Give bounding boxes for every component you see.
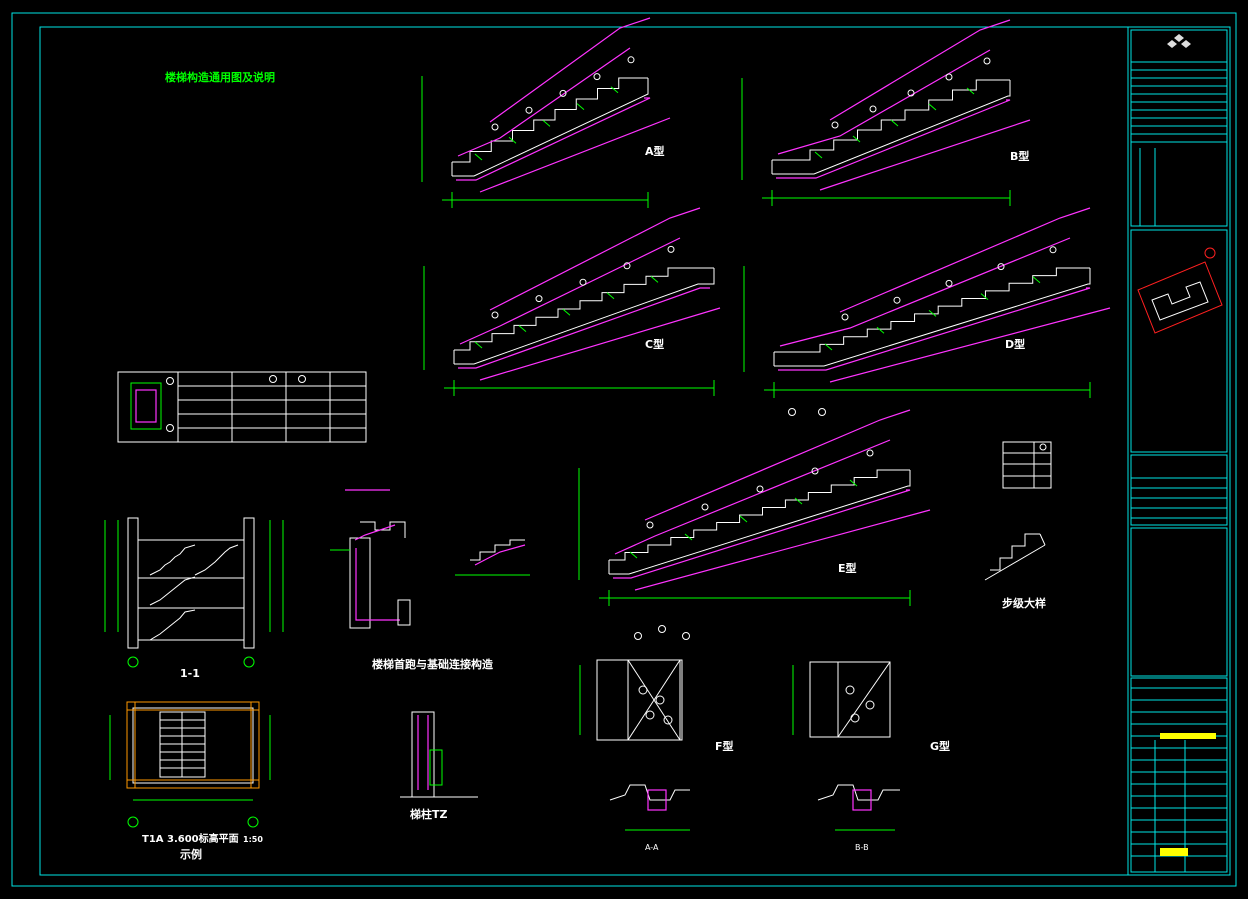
label-plan-note: 示例: [179, 847, 202, 861]
detail-marker: [658, 625, 666, 633]
stair-type-a: [421, 17, 671, 208]
label-base-connection: 楼梯首跑与基础连接构造: [372, 657, 494, 671]
title-block: [1127, 27, 1228, 875]
rebar-table: [117, 371, 367, 443]
label-type-c: C型: [645, 337, 664, 351]
column-tz-detail: [400, 711, 478, 798]
label-section-1-1: 1-1: [180, 667, 200, 680]
step-detail: [984, 533, 1046, 581]
detail-marker: [818, 408, 826, 416]
logo-icon: [1167, 34, 1191, 48]
base-connection-detail: [330, 489, 530, 629]
label-step-detail: 步级大样: [1002, 596, 1046, 610]
drawing-frame: [39, 26, 1231, 876]
plan-view: [109, 701, 271, 828]
key-plan: [1137, 247, 1223, 334]
label-plan-scale: 1:50: [243, 835, 263, 844]
detail-marker: [634, 632, 642, 640]
label-type-b: B型: [1010, 149, 1029, 163]
label-type-g: G型: [930, 739, 950, 753]
label-plan-title: T1A 3.600标高平面: [142, 832, 239, 845]
detail-marker: [788, 408, 796, 416]
label-type-a: A型: [645, 144, 665, 158]
label-section-aa: A-A: [645, 843, 659, 852]
label-type-d: D型: [1005, 337, 1025, 351]
stair-type-d: [743, 207, 1111, 398]
detail-marker: [682, 632, 690, 640]
label-column-tz: 梯柱TZ: [410, 807, 448, 821]
label-section-bb: B-B: [855, 843, 869, 852]
small-table: [1002, 441, 1052, 489]
drawing-title: 楼梯构造通用图及说明: [165, 70, 275, 84]
stair-type-e: [578, 409, 931, 606]
outer-sheet-border: [11, 12, 1237, 887]
label-type-f: F型: [715, 739, 734, 753]
plan-type-g: [792, 661, 900, 831]
plan-type-f: [579, 659, 690, 831]
stair-type-b: [741, 19, 1031, 206]
stair-type-c: [423, 207, 721, 396]
label-type-e: E型: [838, 561, 857, 575]
section-1-1: [104, 517, 284, 668]
